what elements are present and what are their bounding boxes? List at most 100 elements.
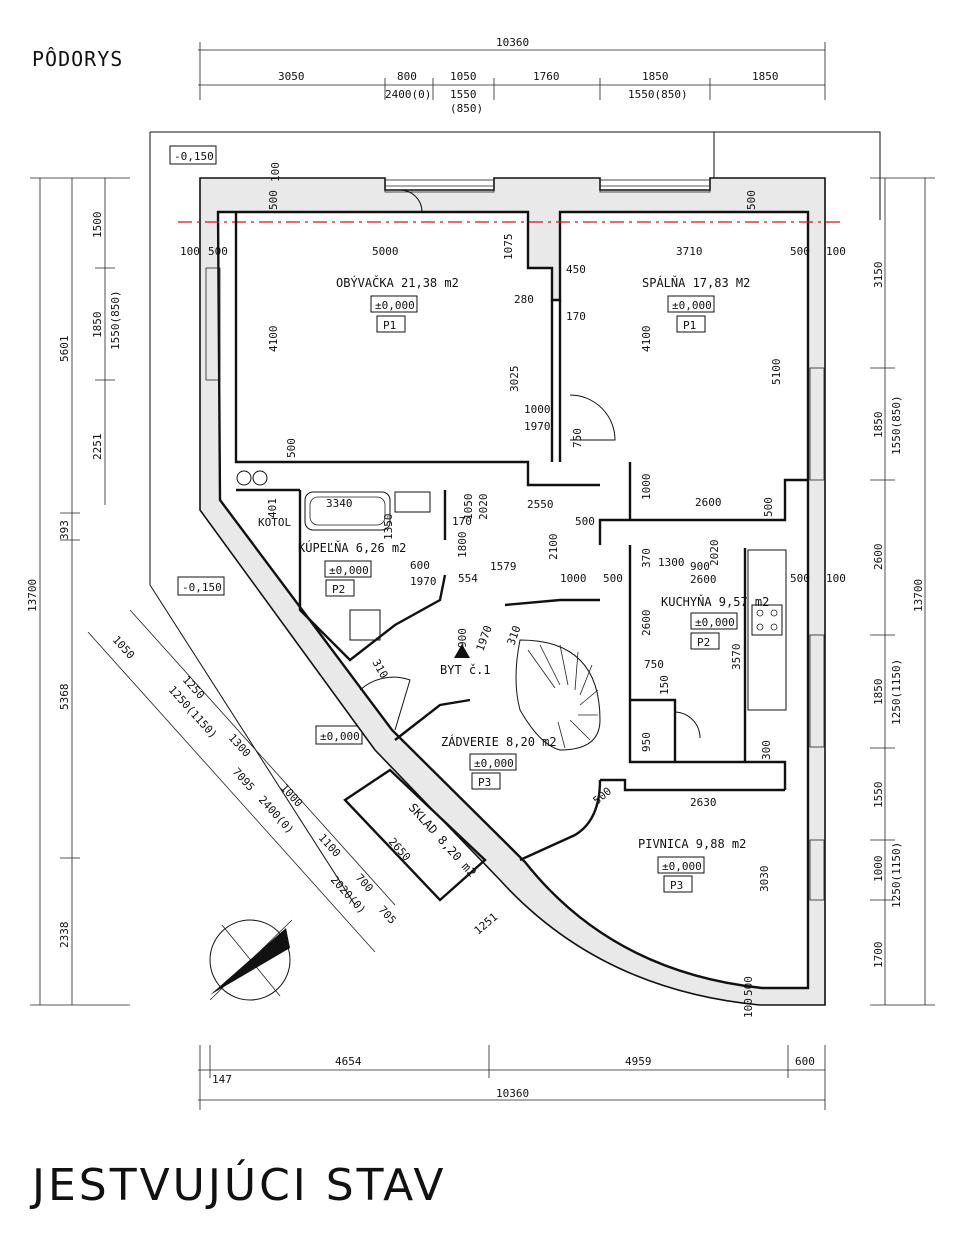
dim-int-21: 1000 <box>640 474 653 501</box>
dim-right-6: 1250(1150) <box>890 659 903 725</box>
dim-int-49: 310 <box>505 624 524 647</box>
dim-int-22: 2600 <box>695 496 722 509</box>
window-bedroom-east <box>809 367 825 481</box>
boiler-circle-1 <box>236 470 252 486</box>
room-floor-box <box>663 875 693 893</box>
dim-int-50: 2600 <box>640 610 653 637</box>
room-level: ±0,000 <box>695 616 735 629</box>
dim-int-39: 500 <box>603 572 623 585</box>
dim-top-1: 3050 <box>278 70 305 83</box>
room-floor: P1 <box>383 319 396 332</box>
dim-int-38: 1000 <box>560 572 587 585</box>
partition-living-bath <box>234 212 600 540</box>
dim-left-outer-1: 5601 <box>58 336 71 363</box>
dim-int-11: 4100 <box>267 326 280 353</box>
dim-int-29: 2020 <box>477 494 490 521</box>
bathtub <box>304 491 391 531</box>
window-cellar-east <box>809 839 825 901</box>
boiler-circle-2 <box>252 470 268 486</box>
dim-int-4: 1075 <box>502 234 515 261</box>
dim-int-16: 3025 <box>508 366 521 393</box>
room-level-box <box>324 560 372 578</box>
door-swing-living <box>399 189 423 213</box>
boiler-label: KOTOL <box>258 516 291 529</box>
dim-int-26: 1350 <box>382 514 395 541</box>
inner-wall <box>216 210 810 990</box>
door-swing-bedroom <box>569 394 616 441</box>
dim-int-42: 2020 <box>708 540 721 567</box>
north-arrow-icon <box>209 919 293 1001</box>
dim-diag-9: 700 <box>353 871 376 894</box>
partition-hall-cellar <box>519 778 785 862</box>
dim-left-outer-2: 393 <box>58 520 71 540</box>
dim-top-opening-2: 1550 <box>450 88 477 101</box>
room-name: KÚPEĽŇA 6,26 m2 <box>298 540 406 555</box>
room-level-box <box>469 753 517 771</box>
dim-top-5: 1850 <box>642 70 669 83</box>
dim-top-4: 1760 <box>533 70 560 83</box>
stove-burner <box>756 609 764 617</box>
room-name: PIVNICA 9,88 m2 <box>638 837 746 851</box>
room-cellar: PIVNICA 9,88 m2 ±0,000 P3 <box>638 837 746 893</box>
dim-int-59: 3030 <box>758 866 771 893</box>
dim-right-8: 1000 <box>872 856 885 883</box>
sink <box>394 491 431 513</box>
room-floor: P3 <box>670 879 683 892</box>
room-level-box <box>370 295 418 313</box>
dim-int-3: 5000 <box>372 245 399 258</box>
dim-right-10: 1700 <box>872 942 885 969</box>
room-floor: P2 <box>332 583 345 596</box>
dim-int-54: 950 <box>640 732 653 752</box>
dim-right-overall: 13700 <box>912 579 925 612</box>
dim-bottom-offset: 147 <box>212 1073 232 1086</box>
level-box-entrance <box>315 725 363 745</box>
dim-int-20: 500 <box>285 438 298 458</box>
dim-right-1: 3150 <box>872 262 885 289</box>
dim-top-opening-3: (850) <box>450 102 483 115</box>
room-floor: P2 <box>697 636 710 649</box>
dim-int-63: 500 <box>742 976 755 996</box>
stair-tread <box>527 644 599 749</box>
dim-bottom-1: 4654 <box>335 1055 362 1068</box>
dim-int-61: 1251 <box>472 910 501 937</box>
dim-int-7: 500 <box>790 245 810 258</box>
dim-int-51: 3570 <box>730 644 743 671</box>
room-kitchen: KUCHYŇA 9,57 m2 ±0,000 P2 <box>661 594 769 650</box>
dim-right-4: 2600 <box>872 544 885 571</box>
dim-int-8: 100 <box>826 245 846 258</box>
dimension-diagonal <box>87 609 396 953</box>
dim-diag-8: 1100 <box>316 831 343 859</box>
washbasin <box>349 609 381 641</box>
stove-burner <box>770 623 778 631</box>
level-outside-west: -0,150 <box>182 581 222 594</box>
partition-living-bedroom <box>550 300 562 462</box>
dim-int-19: 750 <box>571 428 584 448</box>
room-name: SPÁLŇA 17,83 M2 <box>642 275 750 290</box>
dim-right-5: 1850 <box>872 679 885 706</box>
plan-title: PÔDORYS <box>32 47 123 71</box>
room-floor: P3 <box>478 776 491 789</box>
dim-line <box>129 609 396 906</box>
dim-int-15: 5100 <box>770 359 783 386</box>
dim-int-33: 1970 <box>410 575 437 588</box>
door-swing-entrance <box>359 676 411 731</box>
dim-int-47: 900 <box>456 628 469 648</box>
dimension-top <box>198 42 826 100</box>
dim-right-2: 1850 <box>872 412 885 439</box>
dim-diag-5: 7095 <box>230 765 257 793</box>
site-boundary <box>149 131 881 906</box>
dim-int-2: 500 <box>208 245 228 258</box>
dim-int-62: 100 <box>742 998 755 1018</box>
dimension-right <box>870 177 935 1006</box>
dim-int-40: 370 <box>640 548 653 568</box>
dim-int-58: 2630 <box>690 796 717 809</box>
dim-int-14: 4100 <box>640 326 653 353</box>
room-name: KUCHYŇA 9,57 m2 <box>661 594 769 609</box>
dim-int-10: 500 <box>267 190 280 210</box>
level-box-north <box>169 145 217 165</box>
dim-int-41: 1300 <box>658 556 685 569</box>
room-level-box <box>657 856 705 874</box>
dim-diag-1: 1050 <box>110 633 137 661</box>
partition-hall-stairs <box>394 598 600 741</box>
